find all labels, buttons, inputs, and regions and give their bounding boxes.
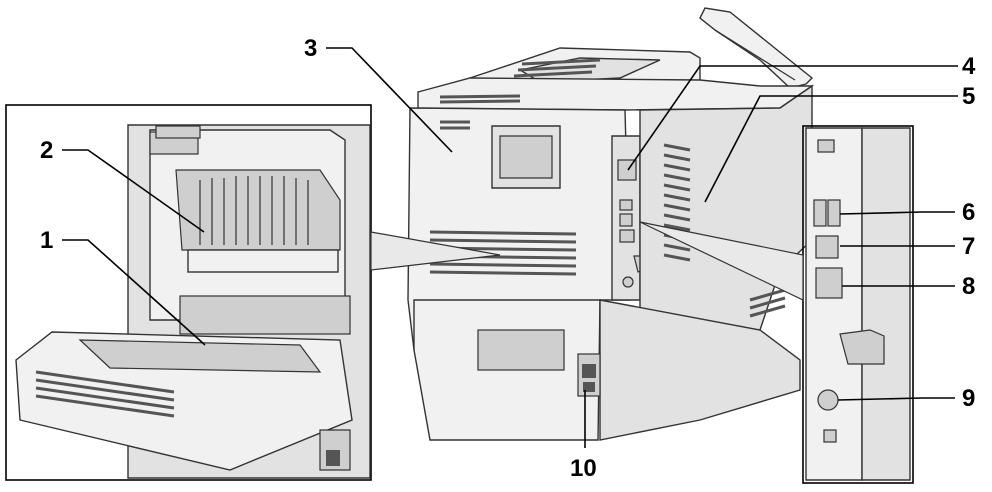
leader-lines [62, 47, 958, 448]
callout-10: 10 [570, 455, 597, 482]
top-vent [513, 58, 601, 78]
callout-9: 9 [962, 385, 975, 412]
inset-right-connector [639, 221, 804, 301]
inset-left-connector [370, 231, 501, 271]
open-rear-door-inset [15, 124, 371, 479]
callout-labels: 1 2 3 4 5 6 7 8 9 10 [40, 35, 976, 482]
callout-8: 8 [962, 273, 975, 300]
port-panel-inset [805, 127, 911, 481]
printer-rear-illustration [407, 7, 815, 441]
callout-1: 1 [40, 227, 53, 254]
inset-left-frame [5, 104, 372, 481]
power-socket [577, 353, 601, 397]
callout-4: 4 [962, 53, 976, 80]
callout-7: 7 [962, 233, 975, 260]
usb-host-ports [813, 199, 841, 227]
usb-device-port [815, 235, 839, 259]
door-vent-grille [35, 370, 175, 418]
accessory-port [817, 389, 839, 411]
callout-2: 2 [40, 137, 53, 164]
inset-right-frame [802, 125, 914, 484]
ethernet-port [815, 267, 843, 299]
callout-3: 3 [304, 35, 317, 62]
fuser-ribs [199, 176, 309, 245]
callout-6: 6 [962, 199, 975, 226]
rear-door-vents [429, 120, 577, 276]
upper-rear-vent [439, 94, 521, 104]
side-vents [663, 143, 786, 318]
callout-5: 5 [962, 83, 975, 110]
